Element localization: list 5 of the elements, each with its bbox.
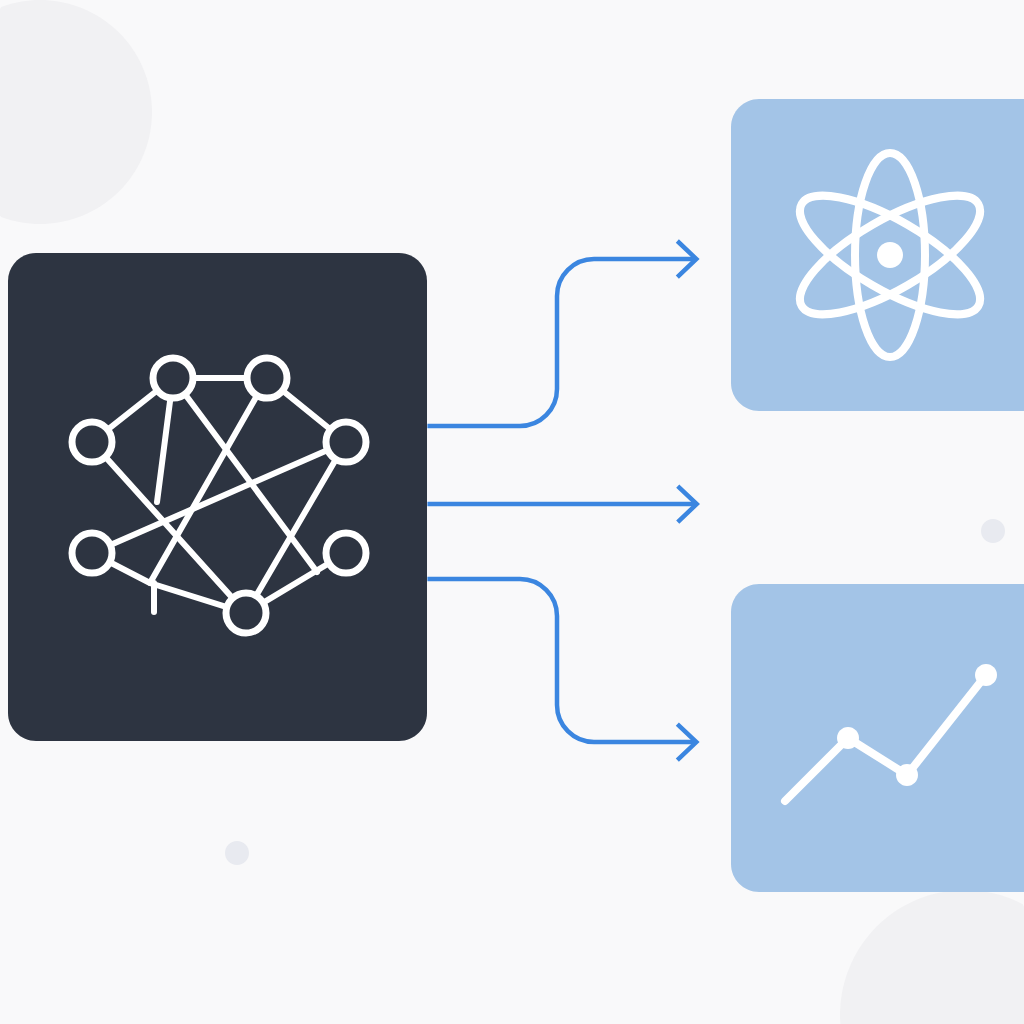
icon-tile [731, 584, 1024, 892]
arrow [427, 239, 700, 429]
arrow [427, 576, 700, 762]
icon-tile [8, 253, 427, 741]
arrow [427, 484, 700, 524]
